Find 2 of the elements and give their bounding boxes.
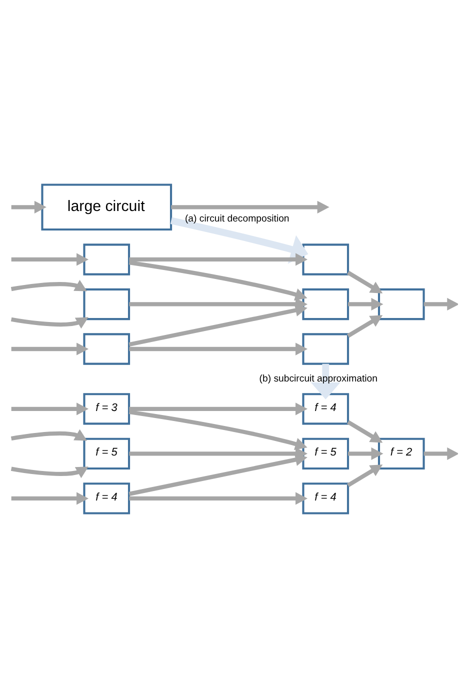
edge-label: (b) subcircuit approximation: [259, 373, 378, 384]
edge-label: (a) circuit decomposition: [184, 213, 290, 224]
